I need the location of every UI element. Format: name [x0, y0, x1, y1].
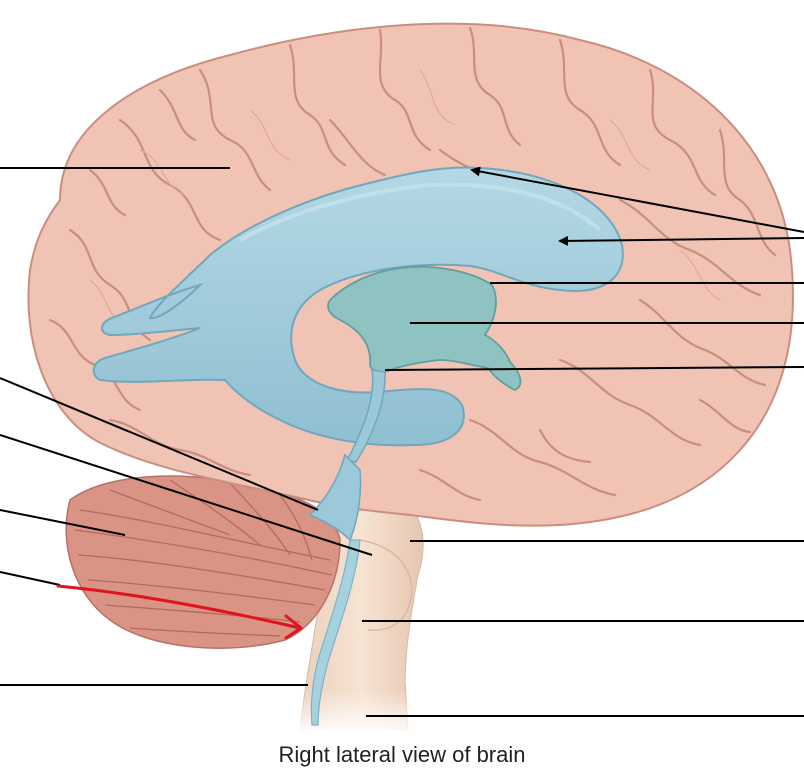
leader-line-left-5	[0, 571, 61, 586]
leader-line-right-3	[384, 366, 804, 371]
leader-line-left-2	[0, 377, 319, 511]
leader-line-right-arrow-2	[558, 235, 804, 246]
central-canal	[310, 539, 361, 726]
red-annotation-arrow	[56, 584, 303, 640]
figure-caption: Right lateral view of brain	[278, 742, 526, 767]
cerebellum	[65, 475, 341, 649]
third-ventricle	[327, 265, 522, 392]
ventricular-system	[92, 166, 624, 726]
lateral-ventricle	[92, 166, 624, 447]
leader-lines	[0, 166, 804, 717]
leader-line-right-arrow-1	[470, 166, 804, 233]
leader-line-left-4	[0, 509, 126, 536]
fourth-ventricle	[308, 453, 362, 542]
leader-line-left-3	[0, 434, 373, 556]
